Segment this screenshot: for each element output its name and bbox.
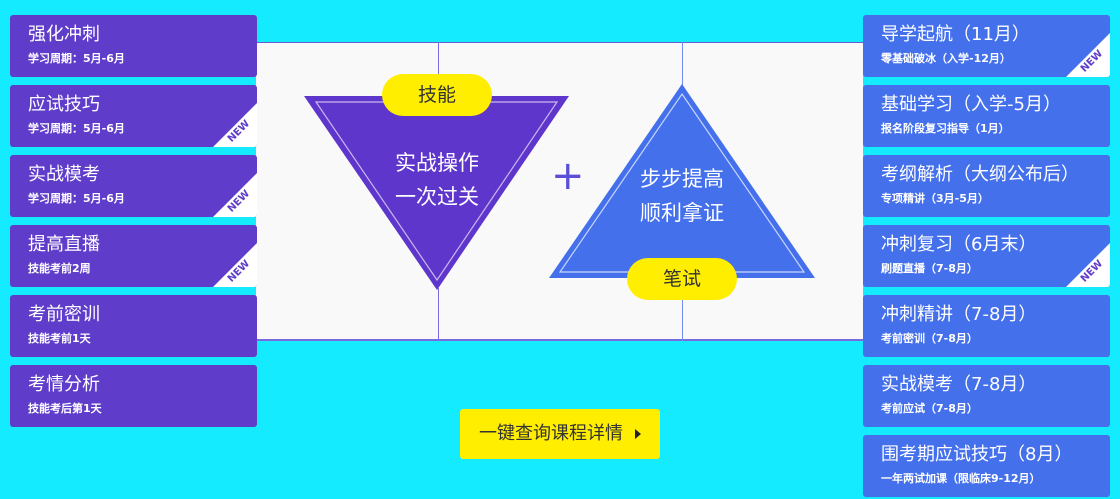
- course-subtitle: 技能考后第1天: [28, 402, 102, 415]
- new-badge: [213, 243, 257, 287]
- course-card[interactable]: 考纲解析（大纲公布后） 专项精讲（3月-5月）: [863, 155, 1110, 217]
- course-title: 实战模考: [28, 164, 100, 185]
- course-title: 考前密训: [28, 304, 100, 325]
- connector-line: [682, 42, 683, 86]
- course-subtitle: 技能考前2周: [28, 262, 91, 275]
- skill-line1: 实战操作: [395, 151, 479, 175]
- connector-line: [682, 298, 683, 341]
- written-line1: 步步提高: [640, 167, 724, 191]
- course-title: 导学起航（11月）: [881, 24, 1030, 45]
- course-title: 实战模考（7-8月）: [881, 374, 1037, 395]
- connector-line: [438, 42, 439, 76]
- course-subtitle: 学习周期：5月-6月: [28, 52, 125, 65]
- skill-slogan: 实战操作 一次过关: [367, 146, 507, 214]
- course-title: 考情分析: [28, 374, 100, 395]
- course-subtitle: 学习周期：5月-6月: [28, 192, 125, 205]
- skill-label: 技能: [382, 74, 492, 116]
- written-slogan: 步步提高 顺利拿证: [612, 162, 752, 230]
- course-subtitle: 专项精讲（3月-5月）: [881, 192, 989, 205]
- course-card[interactable]: 考前密训 技能考前1天: [10, 295, 257, 357]
- course-details-button[interactable]: 一键查询课程详情: [460, 409, 660, 459]
- skill-triangle: [304, 96, 569, 290]
- course-details-label: 一键查询课程详情: [479, 423, 623, 444]
- course-title: 冲刺复习（6月末）: [881, 234, 1037, 255]
- new-badge: [1066, 243, 1110, 287]
- course-subtitle: 一年两试加课（限临床9-12月）: [881, 472, 1041, 485]
- course-card[interactable]: 基础学习（入学-5月） 报名阶段复习指导（1月）: [863, 85, 1110, 147]
- skill-line2: 一次过关: [395, 185, 479, 209]
- course-subtitle: 学习周期：5月-6月: [28, 122, 125, 135]
- course-subtitle: 考前密训（7-8月）: [881, 332, 978, 345]
- course-title: 考纲解析（大纲公布后）: [881, 164, 1079, 185]
- course-title: 基础学习（入学-5月）: [881, 94, 1061, 115]
- course-subtitle: 零基础破冰（入学-12月）: [881, 52, 1011, 65]
- course-subtitle: 技能考前1天: [28, 332, 91, 345]
- written-triangle: [549, 84, 815, 278]
- course-title: 围考期应试技巧（8月）: [881, 444, 1073, 465]
- course-title: 提高直播: [28, 234, 100, 255]
- course-card[interactable]: 冲刺复习（6月末） 刷题直播（7-8月）NEW: [863, 225, 1110, 287]
- center-panel: [256, 42, 863, 341]
- course-subtitle: 报名阶段复习指导（1月）: [881, 122, 1010, 135]
- new-badge: [213, 173, 257, 217]
- course-card[interactable]: 冲刺精讲（7-8月） 考前密训（7-8月）: [863, 295, 1110, 357]
- course-subtitle: 考前应试（7-8月）: [881, 402, 978, 415]
- course-card[interactable]: 强化冲刺 学习周期：5月-6月: [10, 15, 257, 77]
- plus-icon: +: [551, 153, 585, 199]
- course-subtitle: 刷题直播（7-8月）: [881, 262, 978, 275]
- course-title: 应试技巧: [28, 94, 100, 115]
- course-card[interactable]: 实战模考（7-8月） 考前应试（7-8月）: [863, 365, 1110, 427]
- new-badge: [1066, 33, 1110, 77]
- new-badge: [213, 103, 257, 147]
- connector-line: [438, 288, 439, 341]
- course-card[interactable]: 导学起航（11月） 零基础破冰（入学-12月）NEW: [863, 15, 1110, 77]
- play-arrow-icon: [635, 429, 641, 439]
- course-title: 强化冲刺: [28, 24, 100, 45]
- written-label: 笔试: [627, 258, 737, 300]
- course-title: 冲刺精讲（7-8月）: [881, 304, 1037, 325]
- course-card[interactable]: 考情分析 技能考后第1天: [10, 365, 257, 427]
- written-line2: 顺利拿证: [640, 201, 724, 225]
- course-card[interactable]: 围考期应试技巧（8月） 一年两试加课（限临床9-12月）: [863, 435, 1110, 497]
